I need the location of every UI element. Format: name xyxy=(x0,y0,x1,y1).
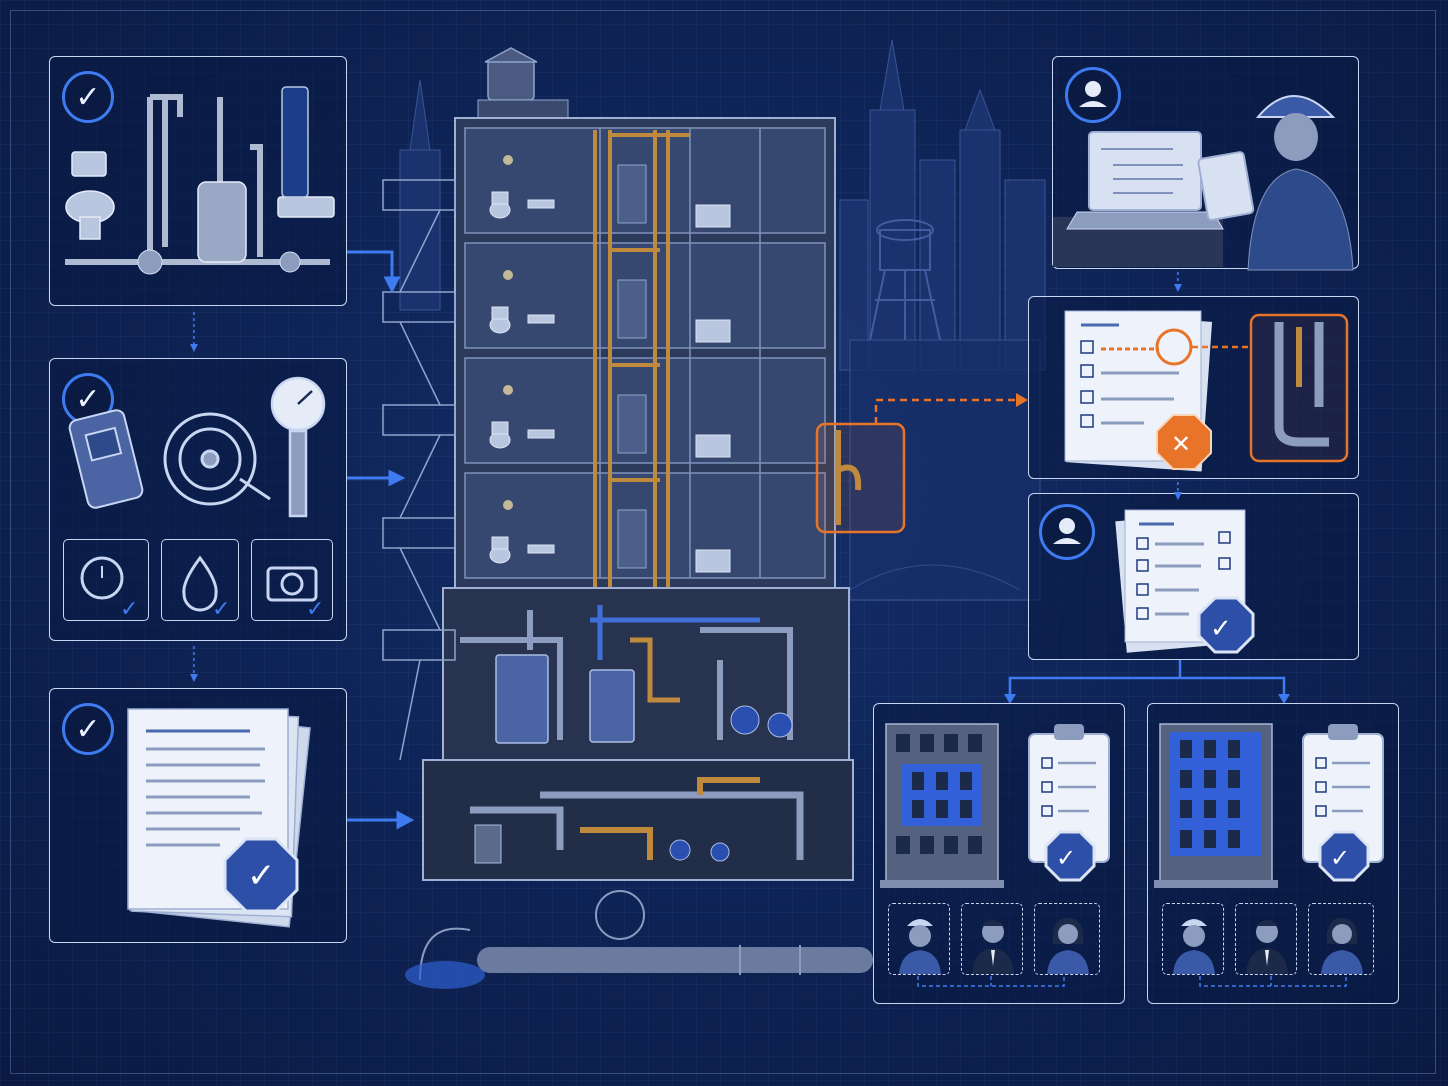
blueprint-frame xyxy=(10,10,1436,1074)
worker-avatar-box xyxy=(1162,903,1224,975)
timer-icon: ✓ xyxy=(80,556,138,622)
manager-avatar-icon xyxy=(972,920,1014,974)
svg-text:✓: ✓ xyxy=(120,597,138,622)
camera-box: ✓ xyxy=(251,539,333,622)
svg-text:✓: ✓ xyxy=(306,597,324,622)
manager-avatar-box xyxy=(961,903,1023,975)
resident-avatar-box xyxy=(1034,903,1100,975)
pipe-detail-icon xyxy=(1249,313,1349,463)
clipboard-icon xyxy=(1302,724,1384,863)
manager-avatar-icon xyxy=(1246,920,1288,974)
svg-text:✓: ✓ xyxy=(1210,614,1232,644)
user-icon xyxy=(1065,67,1121,123)
resident-avatar-box xyxy=(1308,903,1374,975)
documentation-panel: ✓ ✓ xyxy=(49,688,347,943)
fire-escape xyxy=(382,179,456,761)
resident-avatar-icon xyxy=(1321,918,1363,974)
testing-tools-illustration xyxy=(68,376,326,518)
failed-checklist-illustration: ✕ xyxy=(1064,310,1349,472)
check-icon: ✓ xyxy=(62,71,114,123)
building-approval-a-panel: ✓ xyxy=(873,703,1125,1004)
approved-seal-icon: ✓ xyxy=(1318,830,1370,882)
pressure-tester-icon xyxy=(68,409,144,509)
approved-seal-icon: ✓ xyxy=(1197,596,1255,654)
check-icon: ✓ xyxy=(62,703,114,755)
worker-avatar-icon xyxy=(1173,919,1215,974)
worker-avatar-box xyxy=(888,903,950,975)
inspector-icon xyxy=(1247,95,1354,271)
reject-icon: ✕ xyxy=(1156,414,1212,470)
worker-avatar-icon xyxy=(899,919,941,974)
water-heater-icon xyxy=(197,181,247,263)
building-approval-b-illustration: ✓ xyxy=(1154,723,1384,987)
svg-text:✓: ✓ xyxy=(1330,844,1350,872)
timer-box: ✓ xyxy=(63,539,149,622)
inspector-illustration xyxy=(1053,95,1354,271)
building-approval-b-panel: ✓ xyxy=(1147,703,1399,1004)
user-icon xyxy=(1039,504,1095,560)
camera-icon: ✓ xyxy=(266,566,324,622)
svg-text:✓: ✓ xyxy=(247,856,276,896)
inspector-panel xyxy=(1052,56,1359,271)
svg-text:✓: ✓ xyxy=(212,597,230,622)
fixtures-illustration xyxy=(65,86,335,275)
toilet-icon xyxy=(65,151,115,240)
documentation-illustration: ✓ xyxy=(127,708,311,928)
building-icon xyxy=(1154,723,1278,888)
fixtures-panel: ✓ xyxy=(49,56,347,306)
manager-avatar-box xyxy=(1235,903,1297,975)
approved-seal-icon: ✓ xyxy=(223,837,299,913)
drain-camera-reel-icon xyxy=(163,412,271,506)
svg-text:✕: ✕ xyxy=(1171,430,1191,458)
water-drop-box: ✓ xyxy=(161,539,239,622)
boiler-icon xyxy=(495,654,635,744)
approved-checklist-panel: ✓ xyxy=(1028,493,1359,660)
failed-checklist-panel: ✕ xyxy=(1028,296,1359,479)
svg-text:✓: ✓ xyxy=(1056,844,1076,872)
approved-checklist-illustration: ✓ xyxy=(1115,509,1255,654)
testing-tools-panel: ✓ ✓ xyxy=(49,358,347,641)
pressure-gauge-icon xyxy=(270,376,326,518)
building-icon xyxy=(880,723,1004,888)
resident-avatar-icon xyxy=(1047,918,1089,974)
building-approval-a-illustration: ✓ xyxy=(880,723,1110,987)
tablet-icon xyxy=(1197,151,1255,221)
water-column-icon xyxy=(281,86,309,198)
water-drop-icon: ✓ xyxy=(182,555,230,622)
laptop-icon xyxy=(1066,131,1224,230)
approved-seal-icon: ✓ xyxy=(1044,830,1096,882)
